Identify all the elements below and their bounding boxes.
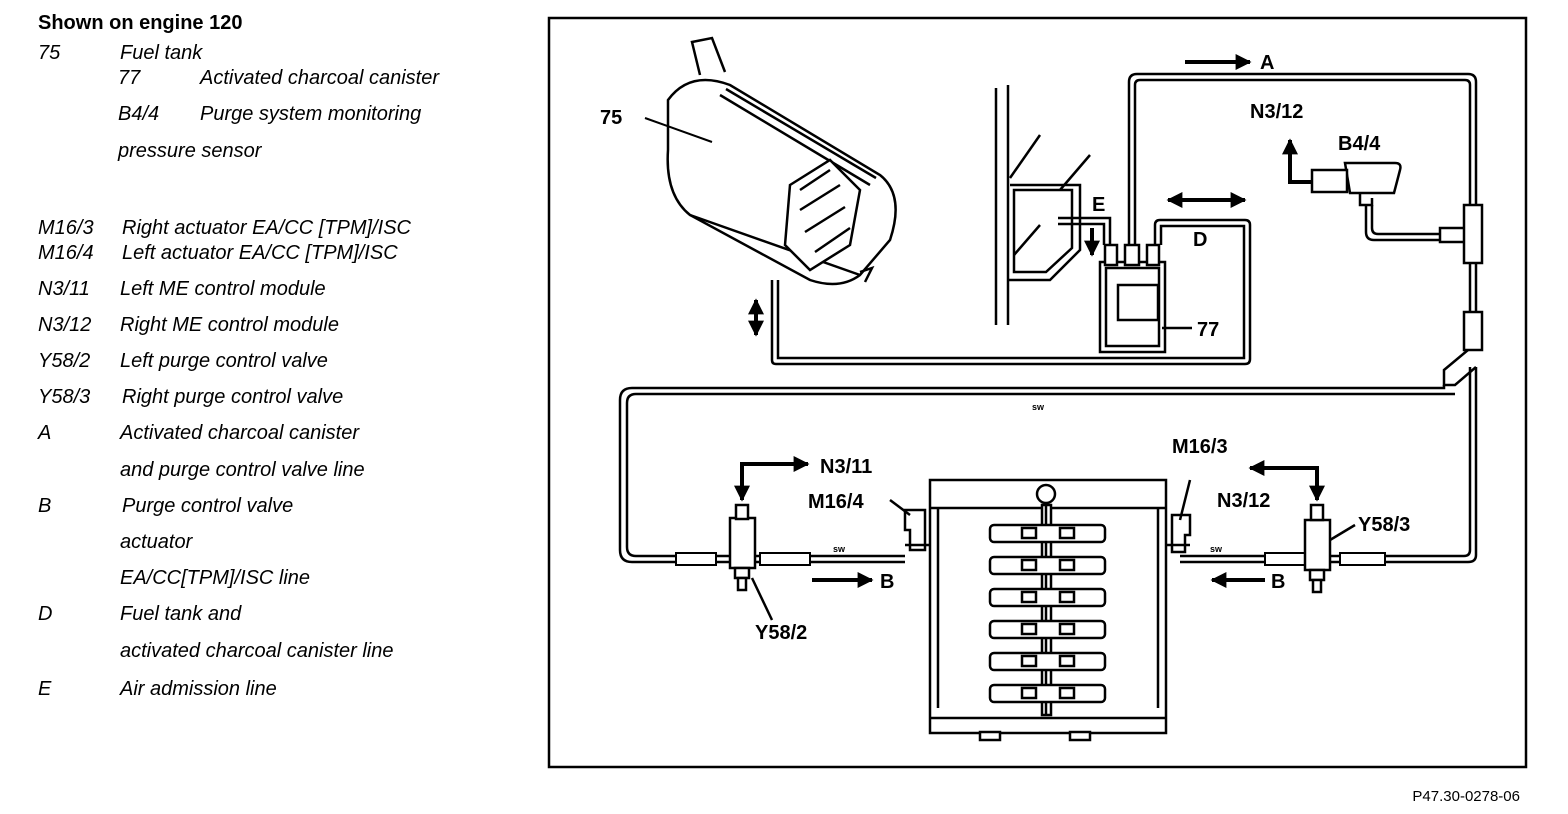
purge-line-sw: [618, 367, 1478, 564]
label-sw: sw: [1210, 544, 1223, 554]
hose-coupling: [675, 552, 1386, 566]
right-actuator: [1166, 479, 1192, 554]
legend-desc: Right ME control module: [120, 314, 339, 336]
label-77: 77: [1197, 319, 1219, 341]
label-75: 75: [600, 107, 622, 129]
n311-signal-arrow: [734, 456, 810, 502]
label-n312-top: N3/12: [1250, 101, 1303, 123]
legend-code: 75: [38, 42, 61, 64]
legend-desc: and purge control valve line: [120, 459, 365, 481]
legend-code: M16/3: [38, 217, 94, 239]
t-connector: [1438, 203, 1484, 387]
label-b-right: B: [1271, 571, 1285, 593]
legend-code: D: [38, 603, 53, 625]
legend-desc: Activated charcoal canister: [120, 422, 360, 444]
legend-code: B: [38, 495, 52, 517]
legend-desc: Fuel tank: [120, 42, 203, 64]
legend-code: B4/4: [118, 103, 160, 125]
label-b-left: B: [880, 571, 894, 593]
legend-desc: Left actuator EA/CC [TPM]/ISC: [122, 242, 398, 264]
legend-desc: pressure sensor: [118, 140, 262, 162]
legend-desc: Purge system monitoring: [200, 103, 422, 125]
legend-desc: actuator: [120, 531, 193, 553]
engine-intake-manifold: [928, 478, 1168, 742]
legend-desc: Right purge control valve: [122, 386, 344, 408]
legend-code: N3/12: [38, 314, 92, 336]
legend-desc: Left ME control module: [120, 278, 326, 300]
label-75-leader: [644, 117, 713, 143]
body-panel: [994, 85, 1091, 325]
fuel-tank: [666, 36, 897, 286]
right-purge-control-valve: [1303, 503, 1356, 594]
label-y583: Y58/3: [1358, 514, 1410, 536]
label-sw: sw: [833, 544, 846, 554]
legend-desc: Air admission line: [120, 678, 277, 700]
label-y582: Y58/2: [755, 622, 807, 644]
valve-hoses: [716, 554, 1340, 564]
n312-signal-arrow: [1282, 138, 1312, 184]
label-d: D: [1193, 229, 1207, 251]
fuel-tank-line: [770, 218, 1252, 366]
legend-desc: Activated charcoal canister: [200, 67, 440, 89]
left-actuator: [889, 499, 930, 552]
legend-desc: Fuel tank and: [120, 603, 242, 625]
pressure-sensor: [1310, 161, 1440, 242]
label-b44: B4/4: [1338, 133, 1381, 155]
figure-reference: P47.30-0278-06: [1412, 788, 1520, 805]
diagram-frame: [547, 16, 1528, 769]
label-m163: M16/3: [1172, 436, 1228, 458]
legend-code: Y58/2: [38, 350, 91, 372]
legend-code: Y58/3: [38, 386, 91, 408]
legend-code: N3/11: [38, 278, 90, 300]
legend-title: Shown on engine 120: [38, 12, 243, 34]
legend-desc: activated charcoal canister line: [120, 640, 394, 662]
label-a: A: [1260, 52, 1274, 74]
canister-purge-line: [1127, 72, 1478, 245]
label-m164: M16/4: [808, 491, 864, 513]
legend-desc: Right actuator EA/CC [TPM]/ISC: [122, 217, 411, 239]
legend-code: E: [38, 678, 52, 700]
left-purge-control-valve: [728, 503, 774, 621]
charcoal-canister: [1098, 243, 1192, 354]
legend-code: 77: [118, 67, 141, 89]
label-n311: N3/11: [820, 456, 872, 478]
legend-desc: Left purge control valve: [120, 350, 328, 372]
legend-code: M16/4: [38, 242, 94, 264]
label-n312-bottom: N3/12: [1217, 490, 1270, 512]
n312-bottom-signal-arrow: [1248, 460, 1325, 502]
legend-desc: Purge control valve: [122, 495, 294, 517]
label-e: E: [1092, 194, 1105, 216]
label-sw: sw: [1032, 402, 1045, 412]
legend-code: A: [38, 422, 52, 444]
air-admission-line: [1058, 216, 1112, 245]
legend-desc: EA/CC[TPM]/ISC line: [120, 567, 311, 589]
